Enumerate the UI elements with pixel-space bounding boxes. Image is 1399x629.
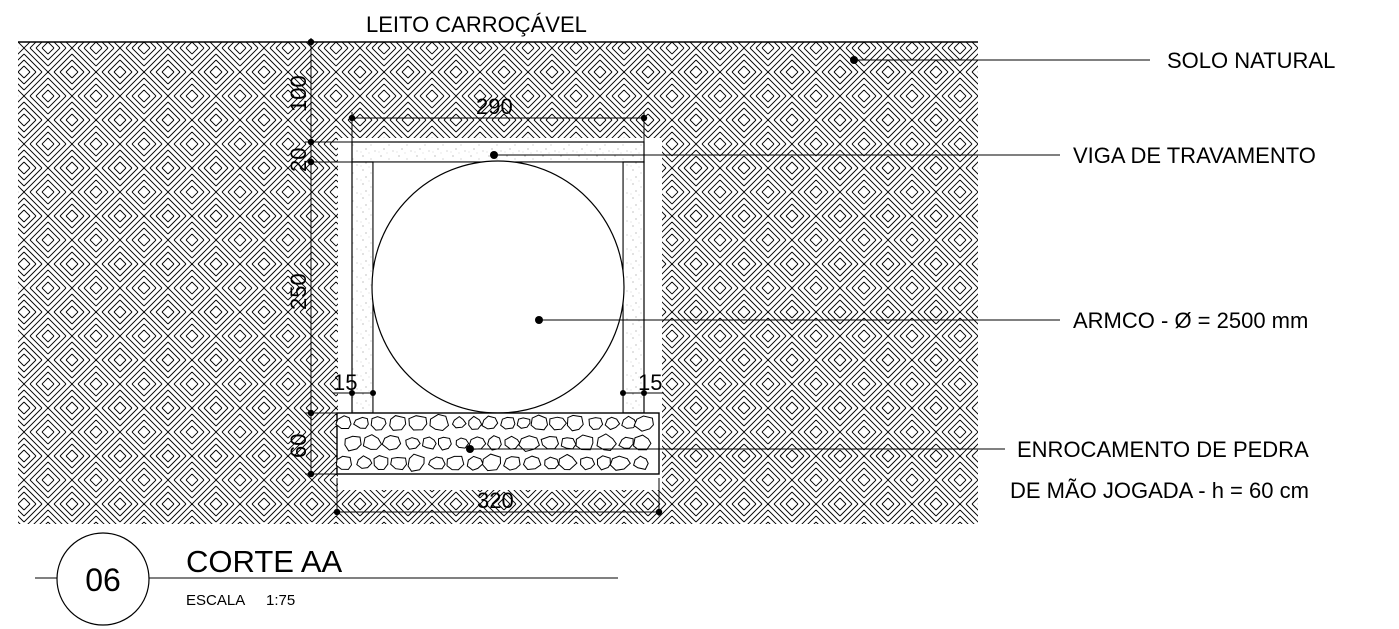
dim-wall-height: 250 [286, 273, 311, 310]
stone [621, 415, 637, 429]
dim-wall-right: 15 [638, 370, 662, 395]
stone [370, 416, 387, 431]
stone [516, 417, 531, 429]
beam [351, 141, 645, 163]
stone [362, 434, 383, 450]
stone [446, 455, 465, 471]
stone [344, 435, 362, 452]
stone [407, 453, 425, 472]
stone [390, 456, 408, 471]
stone [482, 453, 502, 472]
stone [609, 455, 631, 471]
stone [633, 455, 649, 470]
label-viga: VIGA DE TRAVAMENTO [1073, 143, 1316, 168]
label-armco: ARMCO - Ø = 2500 mm [1073, 308, 1308, 333]
stone [466, 455, 484, 471]
stone [427, 456, 446, 470]
label-enrocamento-line2: DE MÃO JOGADA - h = 60 cm [1010, 478, 1309, 503]
label-enrocamento-line1: ENROCAMENTO DE PEDRA [1017, 437, 1309, 462]
stone [421, 436, 437, 450]
stone [503, 456, 521, 471]
stone [381, 434, 402, 451]
dim-wall-left: 15 [333, 370, 357, 395]
scale-label: ESCALA [186, 592, 245, 609]
stone [335, 415, 352, 429]
soil-hatch [18, 42, 978, 524]
stone [335, 455, 353, 470]
stone [549, 416, 568, 431]
section-title: CORTE AA [186, 544, 343, 579]
stone [481, 415, 499, 430]
stone [522, 455, 542, 471]
scale-value: 1:75 [266, 592, 295, 609]
dim-beam: 20 [286, 148, 311, 172]
stone [530, 414, 549, 431]
stone [580, 456, 596, 471]
stone [429, 413, 450, 432]
stone [596, 455, 611, 471]
stone [455, 437, 470, 449]
stone [633, 415, 654, 432]
armco-pipe [371, 160, 625, 414]
dim-base: 60 [286, 434, 311, 458]
detail-number-circle [56, 532, 150, 626]
label-solo-natural: SOLO NATURAL [1167, 48, 1335, 73]
stone [596, 433, 617, 452]
stone [405, 437, 421, 450]
stone [353, 416, 369, 429]
stone [451, 415, 467, 429]
stone [408, 415, 428, 431]
stone [588, 417, 604, 431]
stone [632, 434, 652, 451]
top-label: LEITO CARROÇÁVEL [366, 12, 587, 37]
stone [560, 437, 577, 450]
stone [356, 455, 373, 469]
stone [518, 435, 540, 453]
dim-cover: 100 [286, 75, 311, 112]
dim-bottom-width: 320 [477, 488, 514, 513]
detail-number: 06 [85, 562, 121, 598]
stone [373, 455, 389, 471]
stone [558, 453, 578, 471]
stone [389, 415, 407, 431]
stone [618, 436, 634, 449]
stone [575, 434, 594, 451]
stone-base [335, 412, 660, 475]
stone [468, 415, 483, 430]
stone [500, 416, 516, 430]
dim-top-width: 290 [476, 94, 513, 119]
stone [438, 436, 452, 451]
stone [566, 414, 584, 432]
dimension-dots [307, 38, 858, 516]
stone [604, 416, 621, 431]
stone [544, 456, 560, 470]
